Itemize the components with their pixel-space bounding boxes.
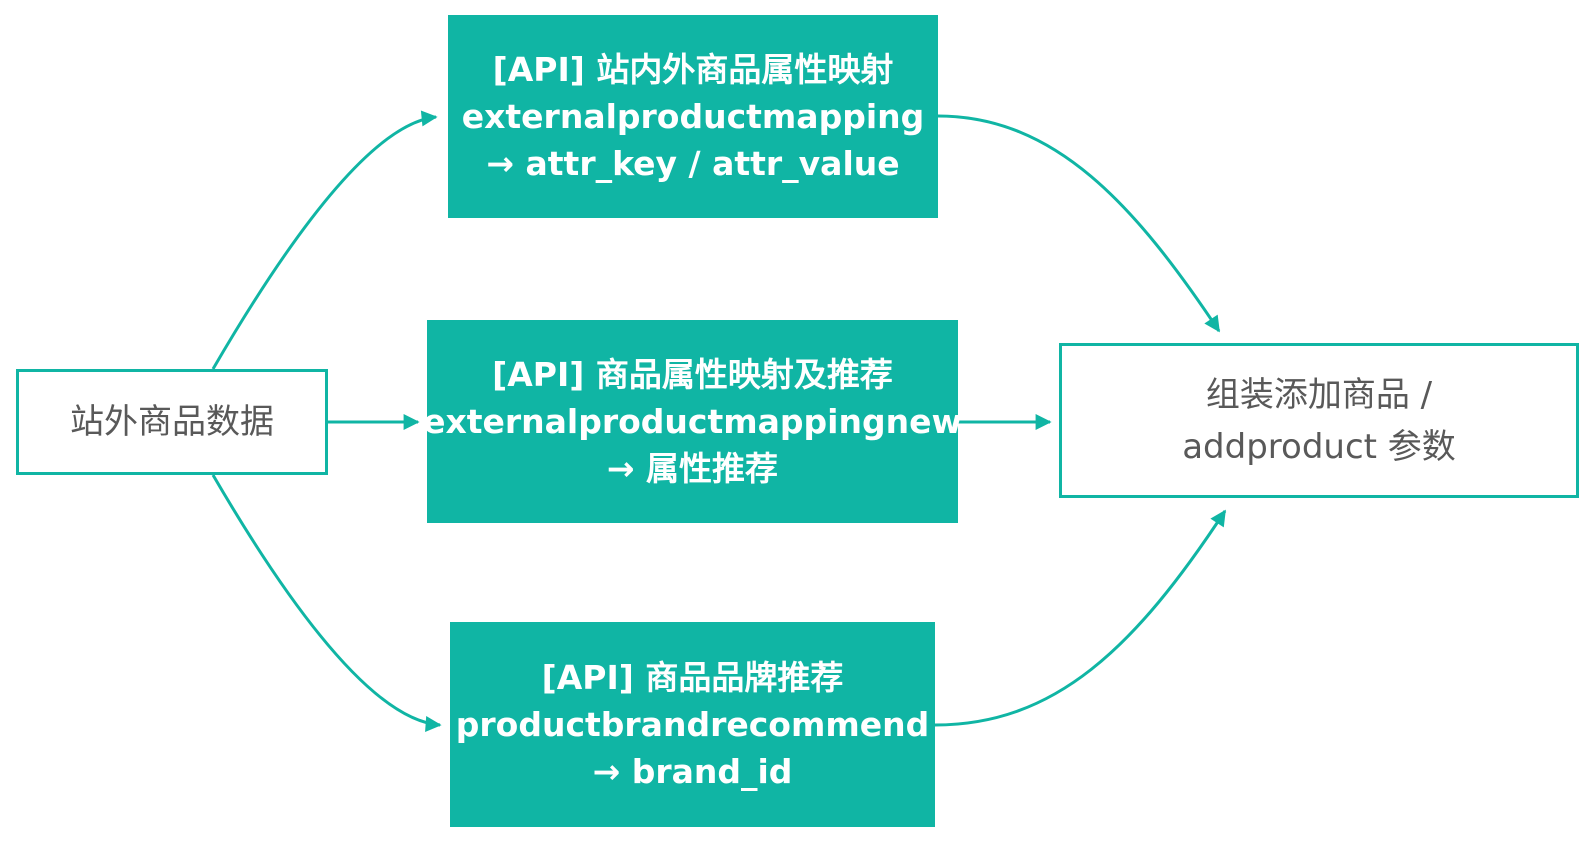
api-endpoint: externalproductmappingnew <box>423 402 962 441</box>
api-endpoint: productbrandrecommend <box>455 705 930 744</box>
node-api-mapping-recommend: [API] 商品属性映射及推荐 externalproductmappingne… <box>423 320 962 523</box>
node-assemble-addproduct: 组装添加商品 / addproduct 参数 <box>1059 343 1579 498</box>
arrow-source-to-api-top <box>211 110 438 370</box>
arrow-api-bottom-to-target <box>934 509 1227 727</box>
api-title: [API] 商品品牌推荐 <box>541 658 844 697</box>
target-line-1: 组装添加商品 / <box>1205 374 1433 415</box>
node-api-attribute-mapping: [API] 站内外商品属性映射 externalproductmapping →… <box>448 15 938 218</box>
arrow-source-to-api-bottom <box>211 474 442 732</box>
api-output: → brand_id <box>592 752 793 791</box>
api-title: [API] 站内外商品属性映射 <box>492 50 894 89</box>
api-output: → attr_key / attr_value <box>486 144 900 183</box>
node-api-brand-recommend: [API] 商品品牌推荐 productbrandrecommend → bra… <box>450 622 935 827</box>
api-endpoint: externalproductmapping <box>461 97 925 136</box>
arrow-api-top-to-target <box>937 114 1221 333</box>
node-source-data: 站外商品数据 <box>16 369 328 475</box>
node-source-label: 站外商品数据 <box>70 402 274 442</box>
api-title: [API] 商品属性映射及推荐 <box>492 355 893 394</box>
api-output: → 属性推荐 <box>606 449 779 488</box>
target-line-2: addproduct 参数 <box>1182 426 1456 467</box>
